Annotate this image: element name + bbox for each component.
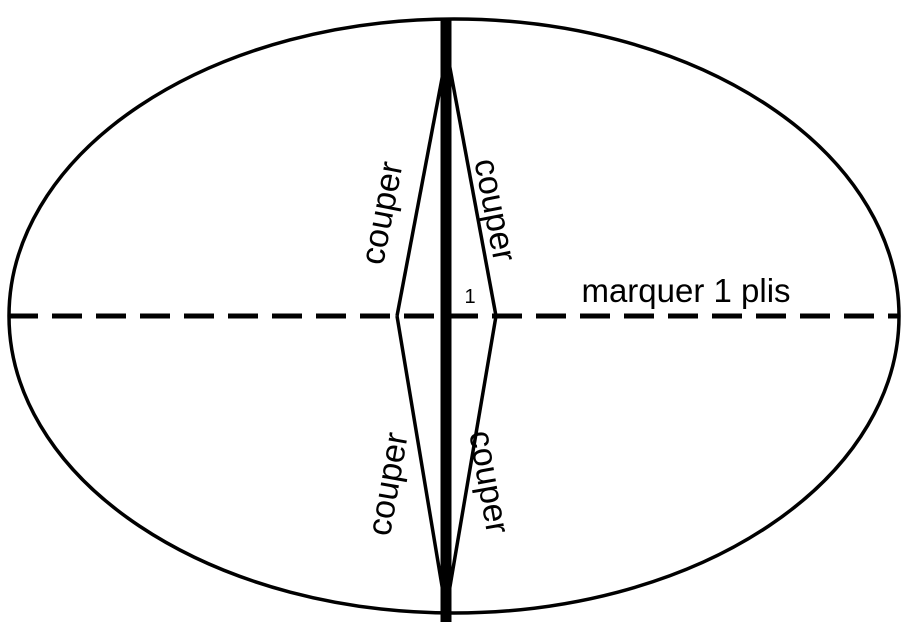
cut-line-upper-right <box>445 51 498 317</box>
fold-line-label: marquer 1 plis <box>581 272 790 309</box>
cut-label-lower-left: couper <box>360 430 415 539</box>
cut-label-upper-left: couper <box>353 158 410 267</box>
cut-line-lower-right <box>444 315 498 611</box>
cut-line-upper-left <box>395 51 449 317</box>
cut-label-lower-right: couper <box>461 428 516 537</box>
cut-line-lower-left <box>395 315 448 611</box>
fold-number-label: 1 <box>464 286 475 308</box>
